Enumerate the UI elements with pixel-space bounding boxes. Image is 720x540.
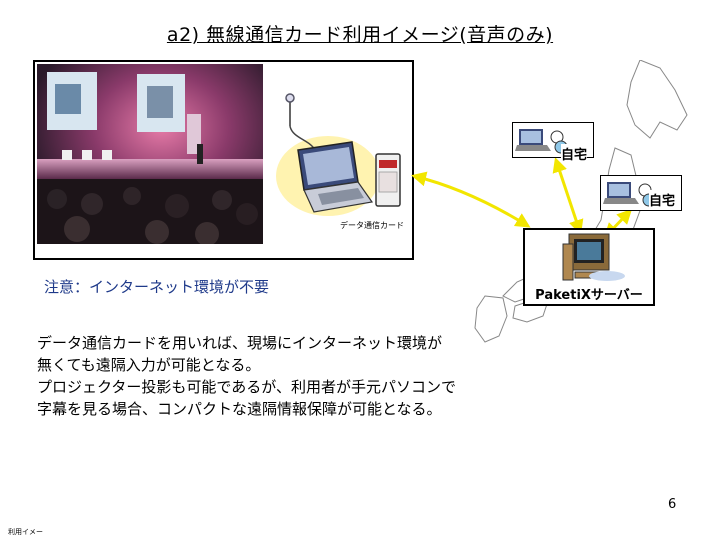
home-pc-1 [512,122,594,158]
slide-title: a2) 無線通信カード利用イメージ(音声のみ) [166,24,554,46]
home-label-1: 自宅 [561,144,588,163]
home-label-2: 自宅 [649,190,676,209]
page-number: 6 [668,497,677,512]
body-line: データ通信カードを用いれば、現場にインターネット環境が [37,334,443,352]
home-laptop-icon [603,182,656,207]
data-card-caption: データ通信カード [340,221,404,230]
conference-stage-photo [37,64,263,244]
body-line: 字幕を見る場合、コンパクトな遠隔情報保障が可能となる。 [37,400,442,418]
body-paragraph: データ通信カードを用いれば、現場にインターネット環境が 無くても遠隔入力が可能と… [37,332,557,420]
footer-tag: 利用イメー [8,528,43,536]
notice-text: 注意：インターネット環境が不要 [44,278,270,296]
server-box [523,228,655,306]
body-line: プロジェクター投影も可能であるが、利用者が手元パソコンで [37,378,456,396]
home-laptop-icon [515,129,568,154]
server-computer-icon [562,233,625,281]
body-line: 無くても遠隔入力が可能となる。 [37,356,261,374]
laptop-with-data-card-icon [276,93,401,216]
server-label: PaketiXサーバー [535,288,643,303]
